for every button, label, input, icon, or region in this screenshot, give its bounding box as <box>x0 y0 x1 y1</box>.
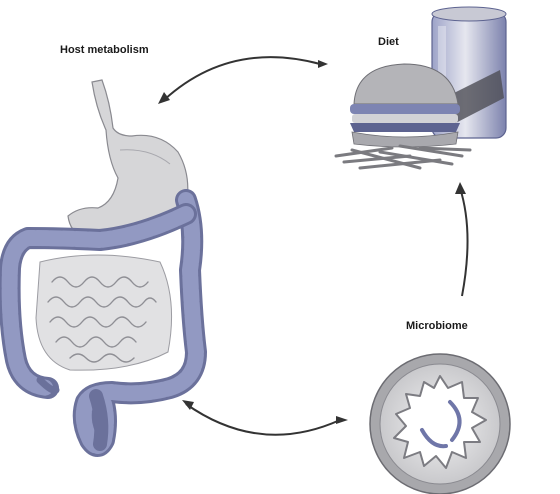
arrowhead-host <box>158 92 170 104</box>
arrow-diet-to-host <box>163 56 321 101</box>
arrowhead-dot-diet <box>318 60 328 68</box>
arrow-host-to-microbiome <box>185 403 341 436</box>
cycle-arrows <box>163 56 469 436</box>
fries-icon <box>334 144 472 170</box>
digestive-system-icon <box>0 79 207 457</box>
arrowhead-dot-microbiome <box>336 416 348 424</box>
burger-fries-soda-icon <box>334 6 507 170</box>
intestine-cross-section-icon <box>369 353 511 494</box>
burger-icon <box>350 63 460 148</box>
arrowhead-host-bottom <box>182 400 194 410</box>
arrowhead-diet <box>455 182 466 194</box>
label-diet: Diet <box>378 36 399 48</box>
arrow-microbiome-to-diet <box>459 187 469 297</box>
label-host-metabolism: Host metabolism <box>60 44 149 56</box>
label-microbiome: Microbiome <box>406 320 468 332</box>
